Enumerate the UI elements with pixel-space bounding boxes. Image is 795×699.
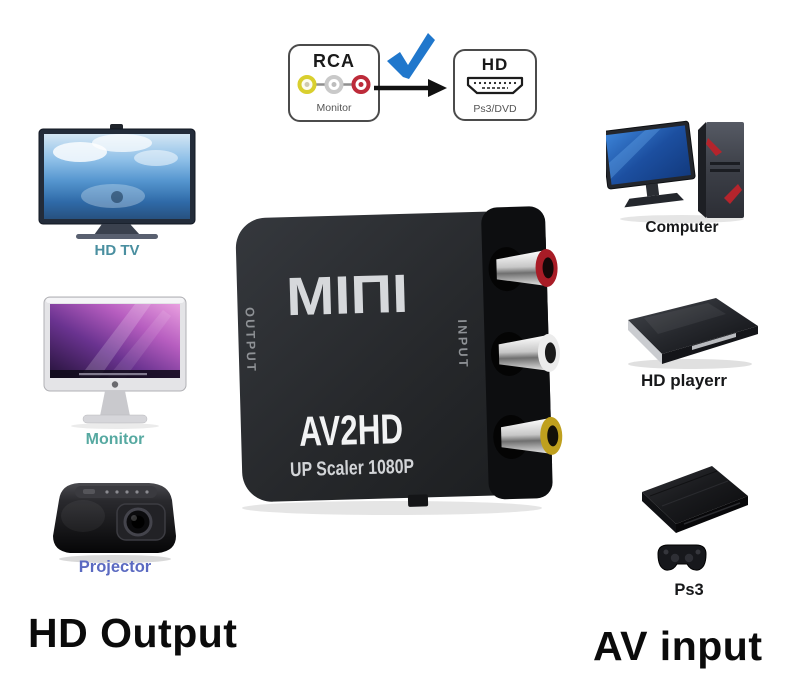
checkmark-icon [387, 33, 435, 79]
hd-player-icon [628, 298, 758, 369]
rca-box-title: RCA [313, 51, 355, 71]
brand-logo: MIΠI [285, 264, 409, 327]
arrow-right-icon [374, 79, 447, 97]
hdtv-icon [38, 124, 196, 239]
rca-box-subtitle: Monitor [316, 102, 352, 114]
hdmi-connector-icon [466, 76, 524, 95]
av2hd-converter: OUTPUT INPUT MIΠI AV2HD UP Scaler 1080P [235, 206, 563, 515]
hd-target-box: HD Ps3/DVD [453, 49, 537, 121]
input-side-label: INPUT [455, 319, 470, 369]
rca-jack-yellow [493, 415, 563, 460]
projector-label: Projector [78, 558, 152, 576]
ps3-label: Ps3 [674, 581, 704, 599]
hd-box-title: HD [481, 55, 509, 74]
rca-source-box: RCA Monitor [288, 44, 380, 122]
output-side-label: OUTPUT [243, 307, 259, 374]
hd-output-heading: HD Output [28, 610, 238, 656]
ps3-icon [642, 466, 748, 571]
monitor-label: Monitor [85, 431, 145, 448]
ps3-controller [657, 544, 707, 571]
tagline: UP Scaler 1080P [290, 456, 415, 481]
hd-box-subtitle: Ps3/DVD [473, 103, 517, 115]
monitor-icon [43, 296, 187, 429]
rca-connectors-icon [297, 75, 371, 94]
rca-jack-white [490, 332, 560, 377]
rca-jack-red [488, 247, 558, 292]
model-name: AV2HD [298, 405, 403, 455]
computer-icon [606, 120, 744, 223]
computer-label: Computer [645, 219, 719, 236]
av-input-heading: AV input [593, 623, 763, 669]
projector-icon [53, 483, 176, 563]
hdtv-label: HD TV [94, 242, 140, 259]
hd-player-label: HD playerr [641, 371, 727, 390]
converter-body [235, 210, 553, 502]
